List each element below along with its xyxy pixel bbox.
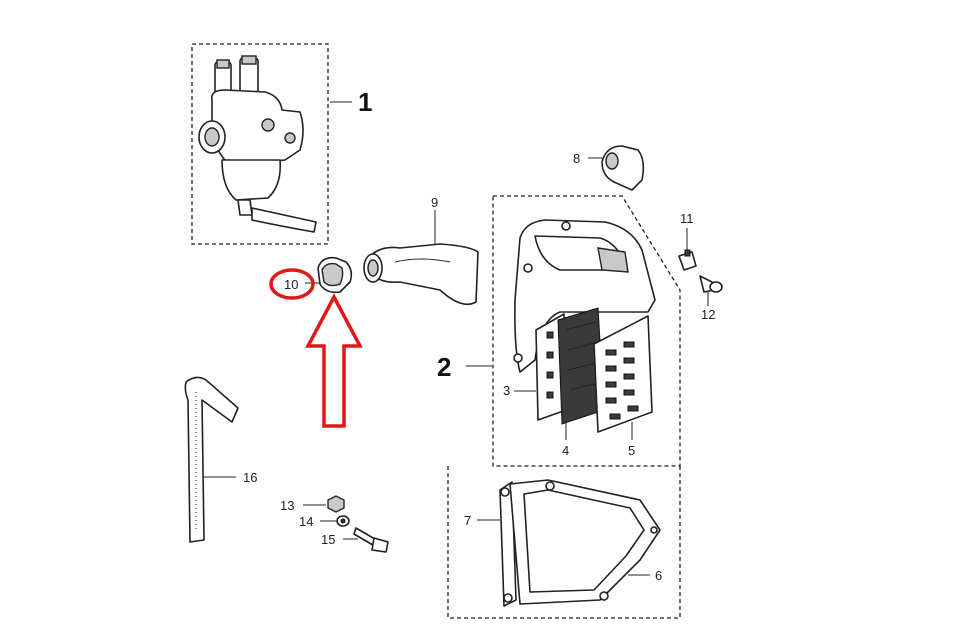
lower-cover-group-frame — [447, 466, 681, 619]
part-14-washer: 14 — [299, 514, 350, 529]
part-15-bolt: 15 — [321, 527, 389, 553]
part-9-intake-duct: 9 — [363, 195, 479, 306]
part-10-clamp: 10 — [269, 256, 363, 428]
airbox-drawing — [513, 219, 656, 373]
part-label-16: 16 — [243, 470, 257, 485]
group-label-1: 1 — [358, 87, 372, 117]
part-label-13: 13 — [280, 498, 294, 513]
part-13-nut: 13 — [280, 495, 345, 513]
airbox-group: 2 3 4 5 — [437, 195, 681, 467]
part-5-filter-cover — [593, 315, 653, 433]
carburetor-group-frame — [191, 43, 329, 245]
part-label-7: 7 — [464, 513, 471, 528]
carburetor-drawing — [198, 55, 317, 233]
highlight-arrow — [305, 293, 363, 428]
part-11-nut-clip: 11 — [678, 211, 697, 271]
part-label-5: 5 — [628, 443, 635, 458]
group-label-2: 2 — [437, 352, 451, 382]
part-label-8: 8 — [573, 151, 580, 166]
part-label-11: 11 — [680, 211, 694, 226]
part-6-lower-cover — [509, 479, 661, 605]
part-label-3: 3 — [503, 383, 510, 398]
part-label-4: 4 — [562, 443, 569, 458]
part-label-6: 6 — [655, 568, 662, 583]
part-label-10: 10 — [284, 277, 298, 292]
part-label-9: 9 — [431, 195, 438, 210]
lower-cover-group: 7 6 — [447, 466, 681, 619]
part-12-screw: 12 — [699, 275, 723, 322]
part-16-hose: 16 — [184, 376, 257, 543]
part-label-14: 14 — [299, 514, 313, 529]
carburetor-group: 1 — [191, 43, 372, 245]
part-8-cap: 8 — [573, 145, 645, 191]
part-label-12: 12 — [701, 307, 715, 322]
part-label-15: 15 — [321, 532, 335, 547]
airbox-group-frame — [492, 195, 681, 467]
highlight-circle — [269, 268, 315, 300]
